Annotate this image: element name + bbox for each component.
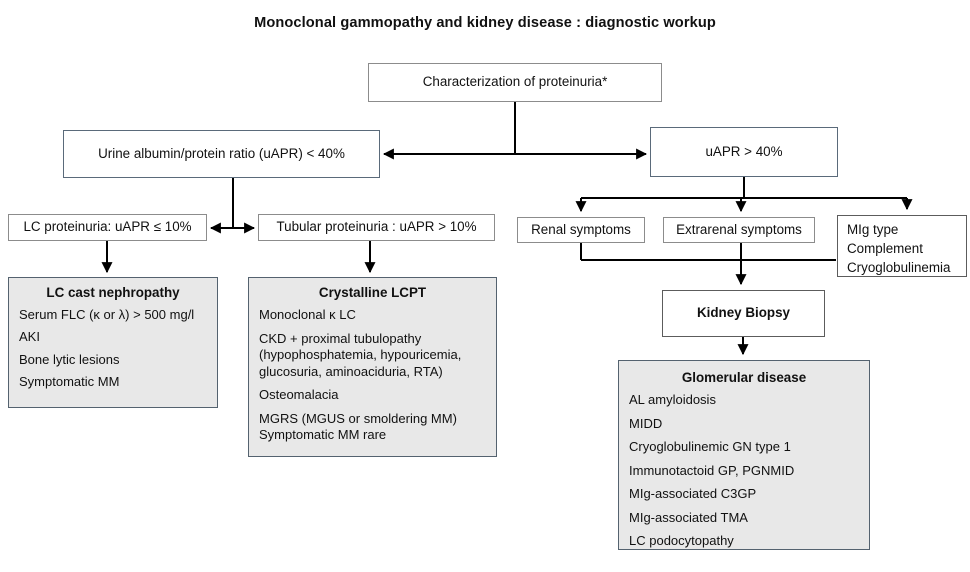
panel-crystalline-lcpt: Crystalline LCPT Monoclonal κ LC CKD + p…: [248, 277, 497, 457]
panel-line: MIg-associated TMA: [629, 509, 748, 525]
box-renal-symptoms: Renal symptoms: [517, 217, 645, 243]
box-tubular-proteinuria: Tubular proteinuria : uAPR > 10%: [258, 214, 495, 241]
box-lc-proteinuria: LC proteinuria: uAPR ≤ 10%: [8, 214, 207, 241]
panel-line: Cryoglobulinemic GN type 1: [629, 439, 791, 454]
box-mig-workup: MIg type Complement Cryoglobulinemia: [837, 215, 967, 277]
panel-title: LC cast nephropathy: [46, 285, 180, 300]
box-kidney-biopsy: Kidney Biopsy: [662, 290, 825, 337]
mig-workup-line: MIg type: [847, 222, 899, 237]
panel-line: Serum FLC (κ or λ) > 500 mg/l: [19, 306, 195, 322]
panel-line: Bone lytic lesions: [19, 351, 120, 367]
box-uapr-under-40: Urine albumin/protein ratio (uAPR) < 40%: [63, 130, 380, 178]
panel-line: MIDD: [629, 415, 663, 431]
panel-line: Osteomalacia: [259, 387, 339, 402]
box-uapr-over-40: uAPR > 40%: [650, 127, 838, 177]
panel-lc-cast-nephropathy: LC cast nephropathy Serum FLC (κ or λ) >…: [8, 277, 218, 408]
panel-line: Monoclonal κ LC: [259, 307, 356, 322]
panel-line: MIg-associated C3GP: [629, 486, 757, 501]
box-characterization: Characterization of proteinuria*: [368, 63, 662, 102]
page-title: Monoclonal gammopathy and kidney disease…: [254, 15, 716, 31]
panel-line: Immunotactoid GP, PGNMID: [629, 462, 795, 478]
panel-line: CKD + proximal tubulopathy (hypophosphat…: [259, 330, 462, 379]
panel-line: MGRS (MGUS or smoldering MM) Symptomatic…: [259, 410, 457, 443]
panel-line: Symptomatic MM: [19, 374, 120, 390]
panel-line: AKI: [19, 329, 40, 345]
mig-workup-line: Cryoglobulinemia: [847, 260, 951, 276]
box-extrarenal-symptoms: Extrarenal symptoms: [663, 217, 815, 243]
mig-workup-line: Complement: [847, 241, 923, 257]
panel-glomerular-disease: Glomerular disease AL amyloidosis MIDD C…: [618, 360, 870, 550]
panel-title: Crystalline LCPT: [318, 285, 427, 300]
panel-title: Glomerular disease: [681, 370, 807, 385]
panel-line: LC podocytopathy: [629, 533, 734, 548]
panel-line: AL amyloidosis: [629, 392, 716, 407]
